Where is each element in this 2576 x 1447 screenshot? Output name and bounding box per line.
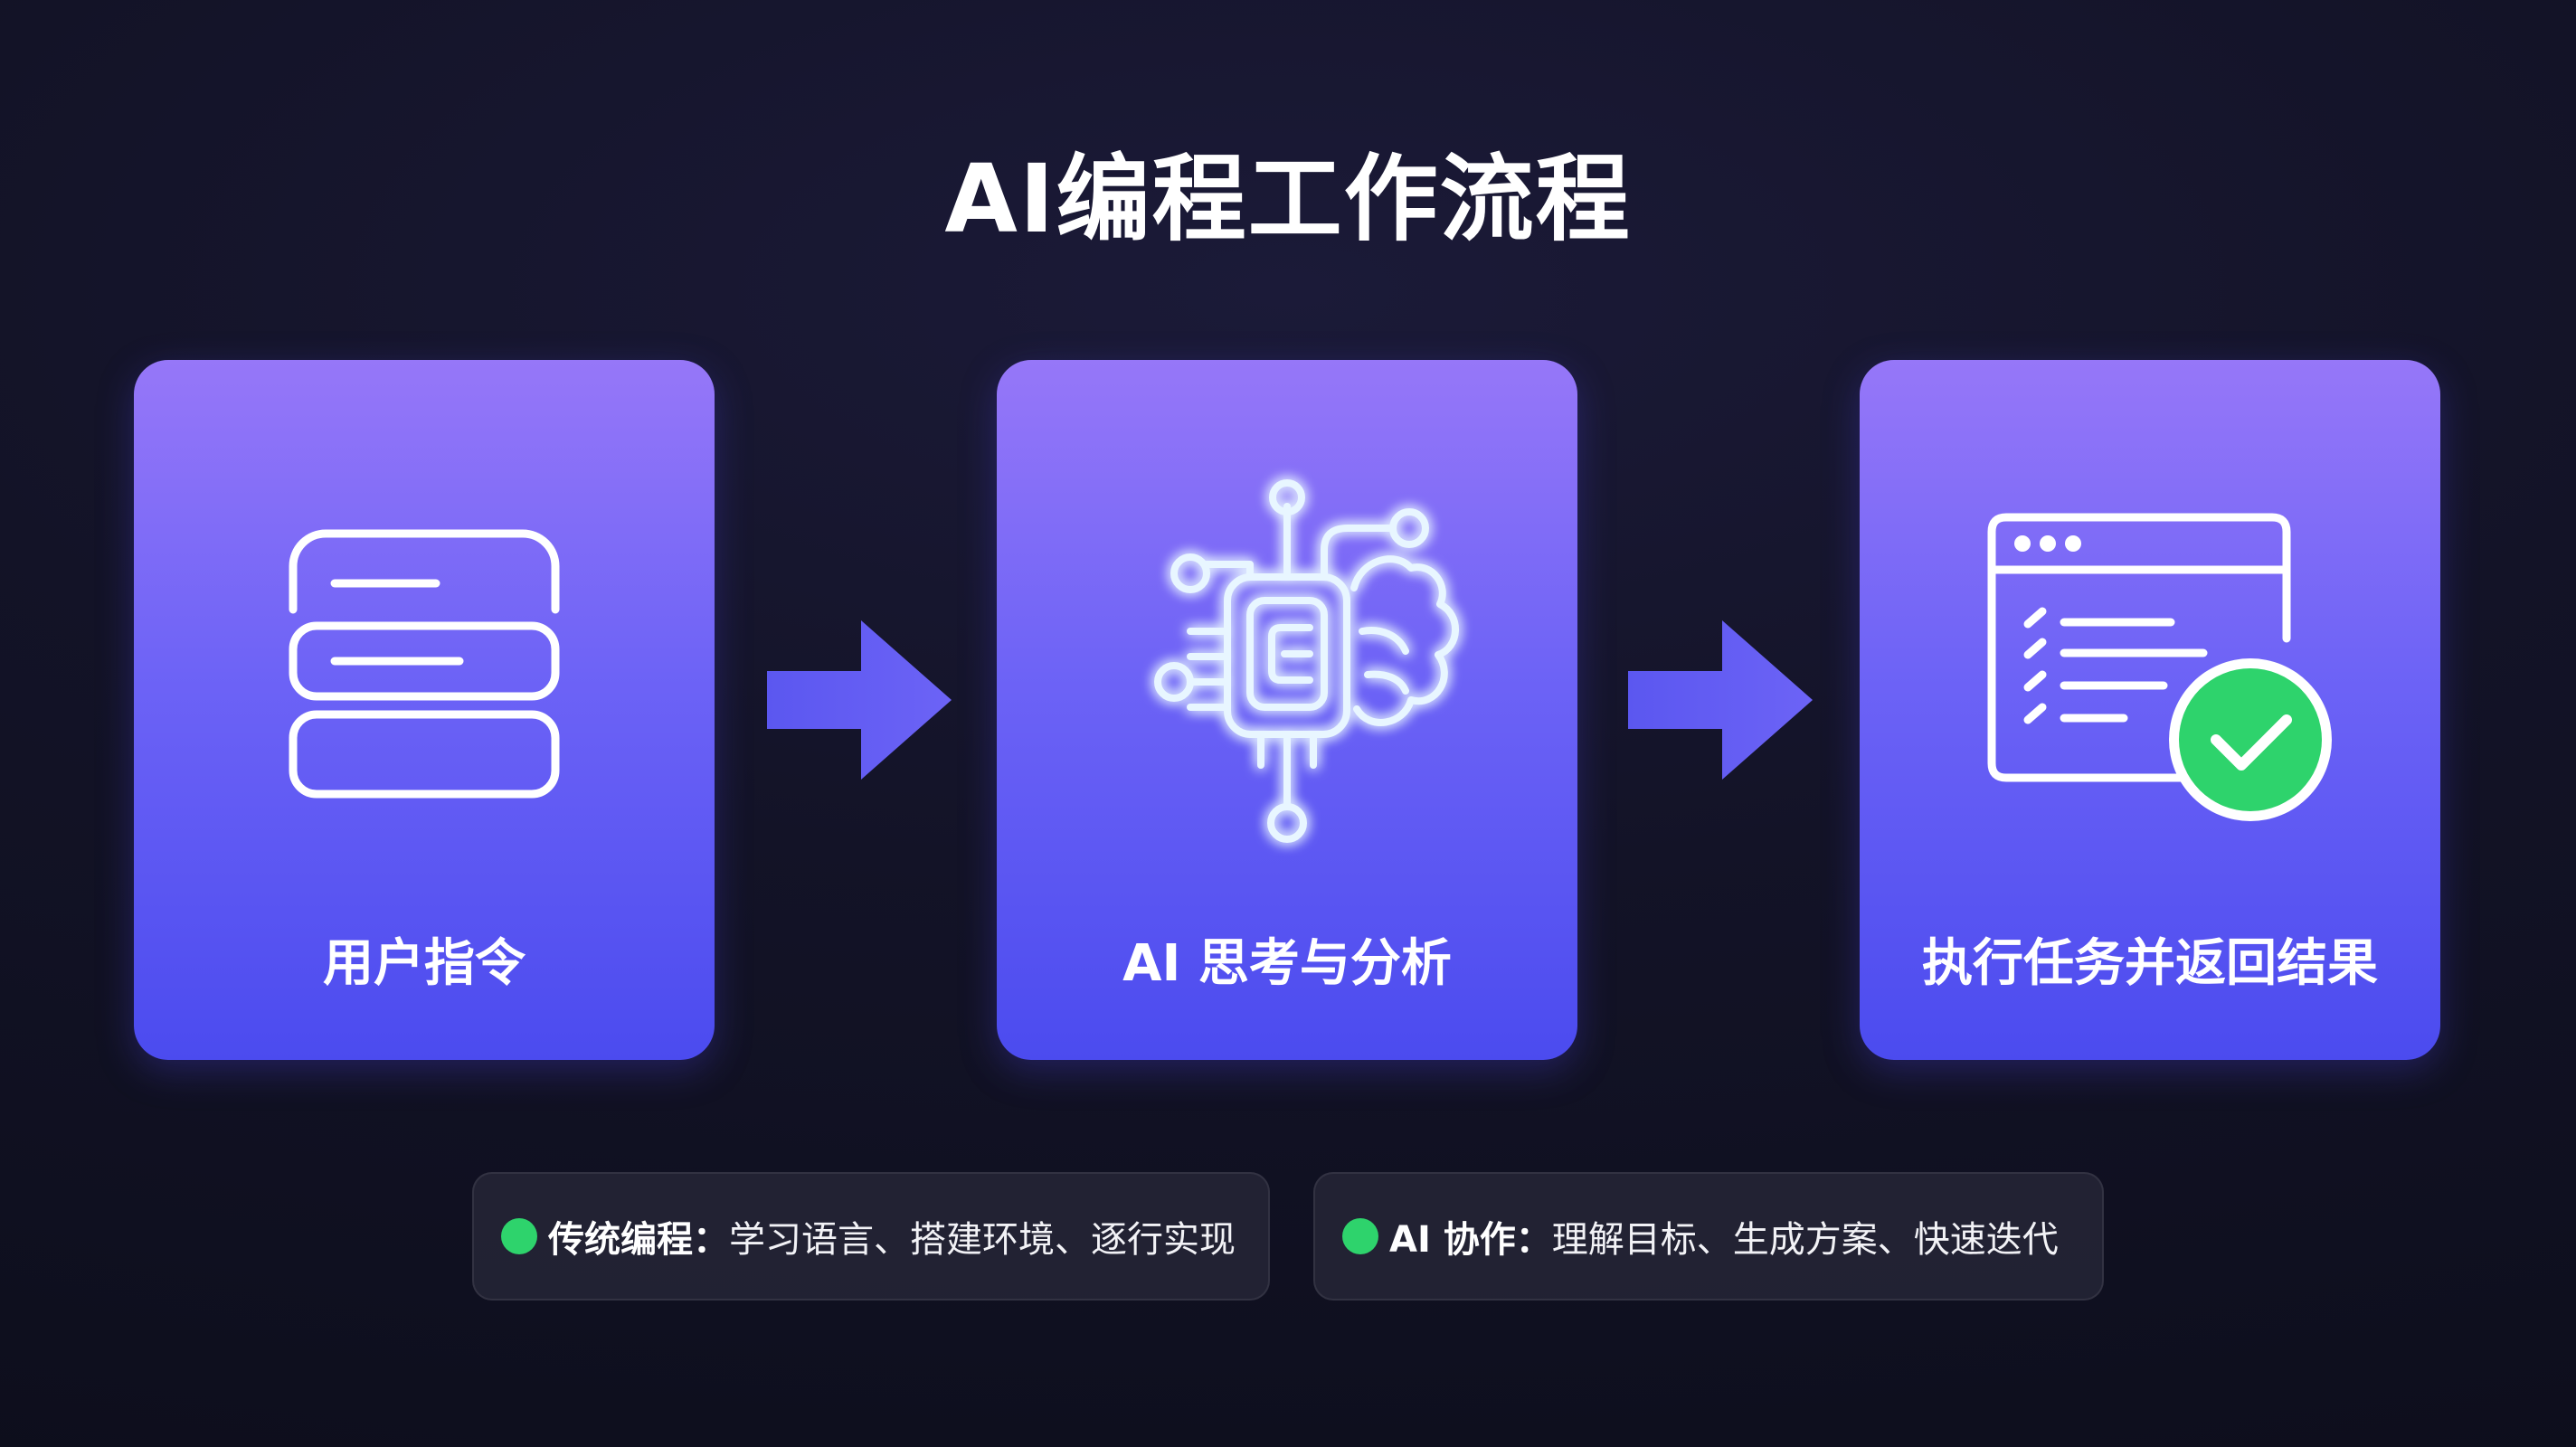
note-lead: AI 协作： bbox=[1389, 1219, 1552, 1261]
step-card-ai-thinking: AI 思考与分析 bbox=[997, 360, 1577, 1060]
page-title: AI编程工作流程 bbox=[944, 144, 1632, 254]
window-checklist-check-icon bbox=[1987, 513, 2332, 821]
note-lead: 传统编程： bbox=[548, 1219, 729, 1261]
green-dot-icon bbox=[1342, 1218, 1378, 1254]
note-traditional-programming: 传统编程： 学习语言、搭建环境、逐行实现 bbox=[472, 1172, 1270, 1300]
note-ai-collaboration: AI 协作： 理解目标、生成方案、快速迭代 bbox=[1313, 1172, 2104, 1300]
green-dot-icon bbox=[501, 1218, 537, 1254]
note-text: 学习语言、搭建环境、逐行实现 bbox=[729, 1219, 1236, 1261]
step-label: 执行任务并返回结果 bbox=[1922, 934, 2378, 993]
step-card-user-instruction: 用户指令 bbox=[134, 360, 715, 1060]
step-label: 用户指令 bbox=[323, 934, 526, 993]
arrow-right-icon bbox=[767, 620, 952, 780]
arrow-right-icon bbox=[1628, 620, 1813, 780]
step-card-execute-return: 执行任务并返回结果 bbox=[1860, 360, 2440, 1060]
ai-brain-chip-icon bbox=[1154, 479, 1459, 843]
step-label: AI 思考与分析 bbox=[1122, 934, 1452, 993]
form-fields-icon bbox=[289, 529, 560, 799]
note-text: 理解目标、生成方案、快速迭代 bbox=[1551, 1219, 2059, 1261]
